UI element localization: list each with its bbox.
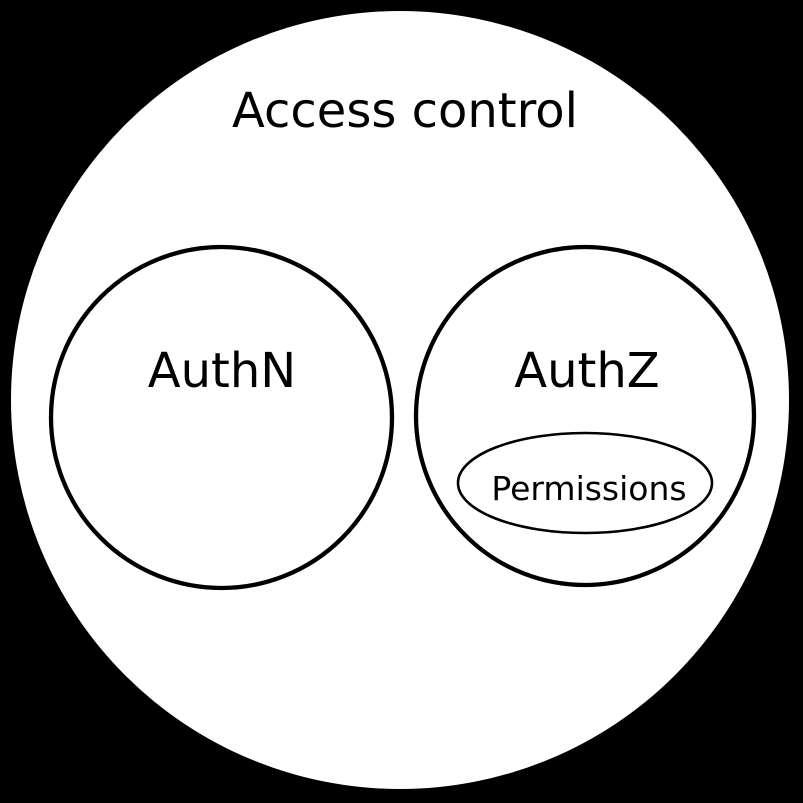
permissions-label: Permissions [491, 469, 686, 508]
access-control-circle [11, 11, 789, 789]
authz-label: AuthZ [514, 343, 659, 399]
access-control-label: Access control [232, 83, 578, 139]
authn-circle [48, 244, 395, 591]
permissions-ellipse [456, 431, 714, 535]
authn-label: AuthN [148, 343, 296, 399]
